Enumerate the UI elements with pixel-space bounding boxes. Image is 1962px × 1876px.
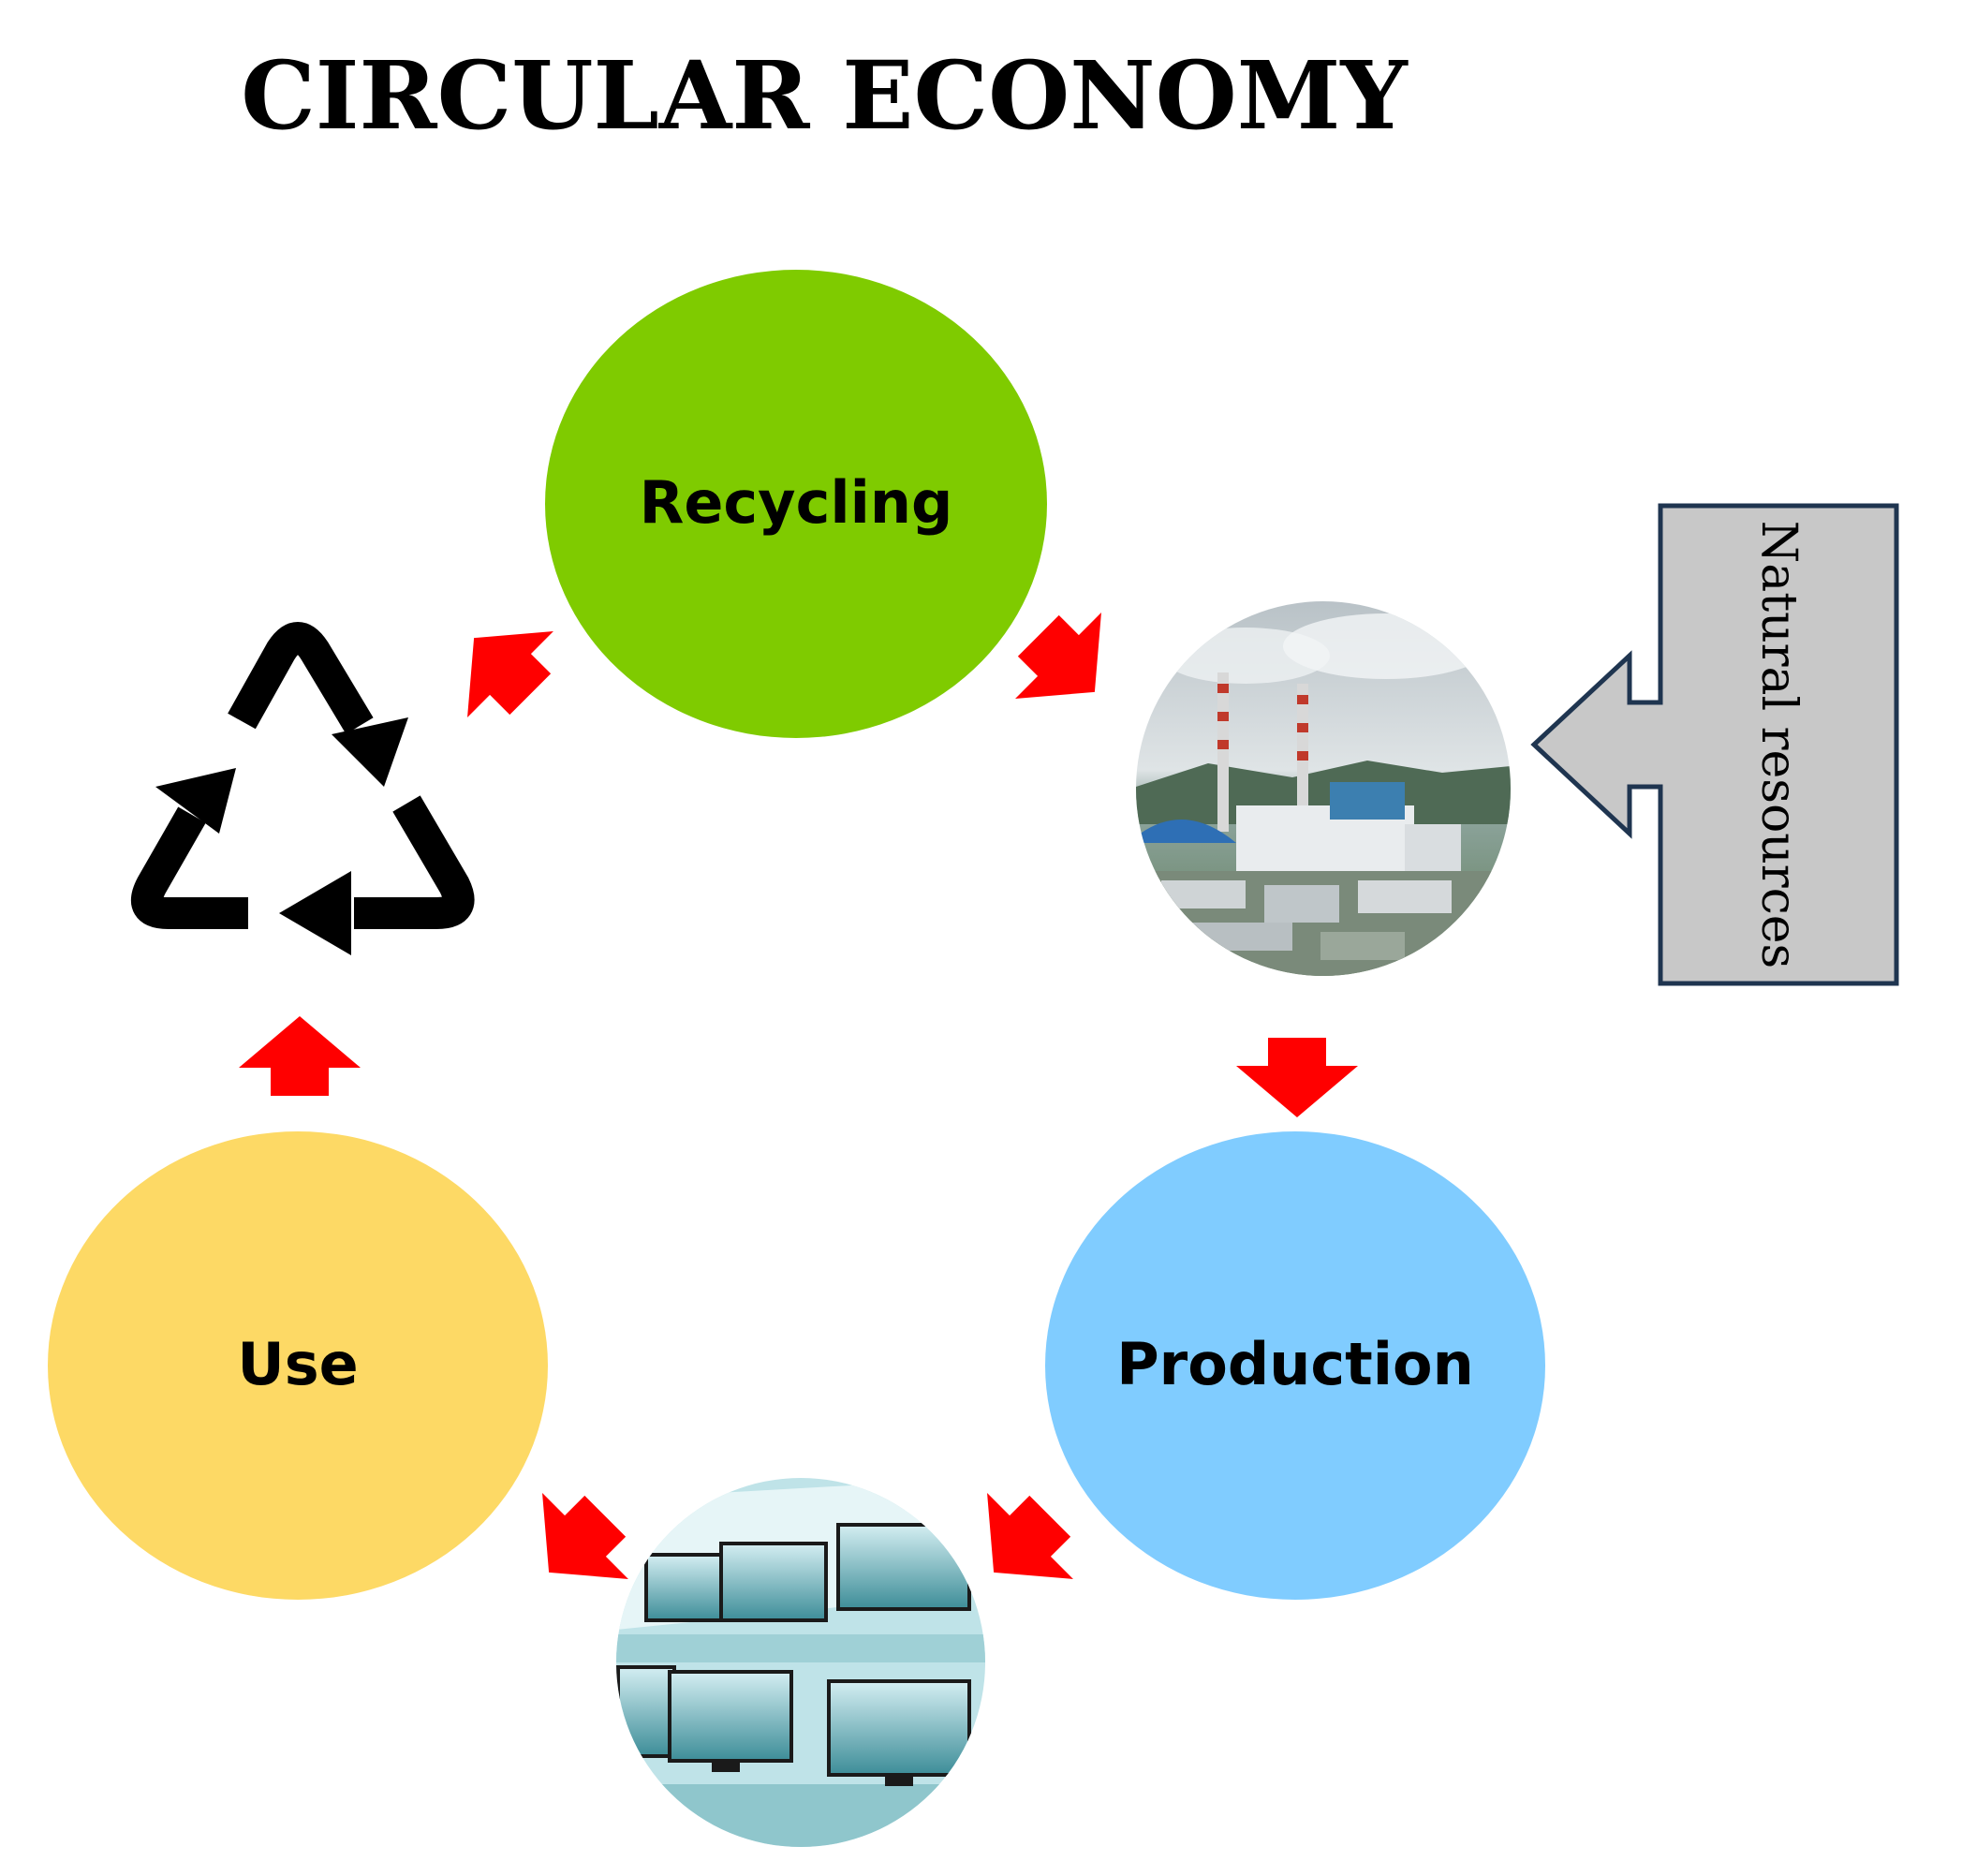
arrow-factory-to-production xyxy=(1236,1038,1358,1117)
monitors-photo-icon xyxy=(616,1478,985,1847)
recycle-symbol-icon xyxy=(131,622,475,955)
factory-photo-icon xyxy=(1136,601,1511,976)
natural-resources-input: Natural resources xyxy=(1530,503,1899,986)
use-node: Use xyxy=(48,1131,548,1600)
natural-resources-label: Natural resources xyxy=(1750,521,1807,968)
recycling-node: Recycling xyxy=(545,270,1047,738)
production-label: Production xyxy=(1116,1330,1474,1398)
diagram-title: CIRCULAR ECONOMY xyxy=(241,40,1409,151)
arrow-use-to-recycle xyxy=(239,1016,361,1096)
arrow-recycle-to-recycling xyxy=(467,631,553,717)
recycling-label: Recycling xyxy=(640,468,953,537)
arrow-production-to-products xyxy=(987,1493,1073,1579)
production-node: Production xyxy=(1045,1131,1545,1600)
arrow-products-to-use xyxy=(542,1493,628,1579)
use-label: Use xyxy=(237,1330,358,1398)
